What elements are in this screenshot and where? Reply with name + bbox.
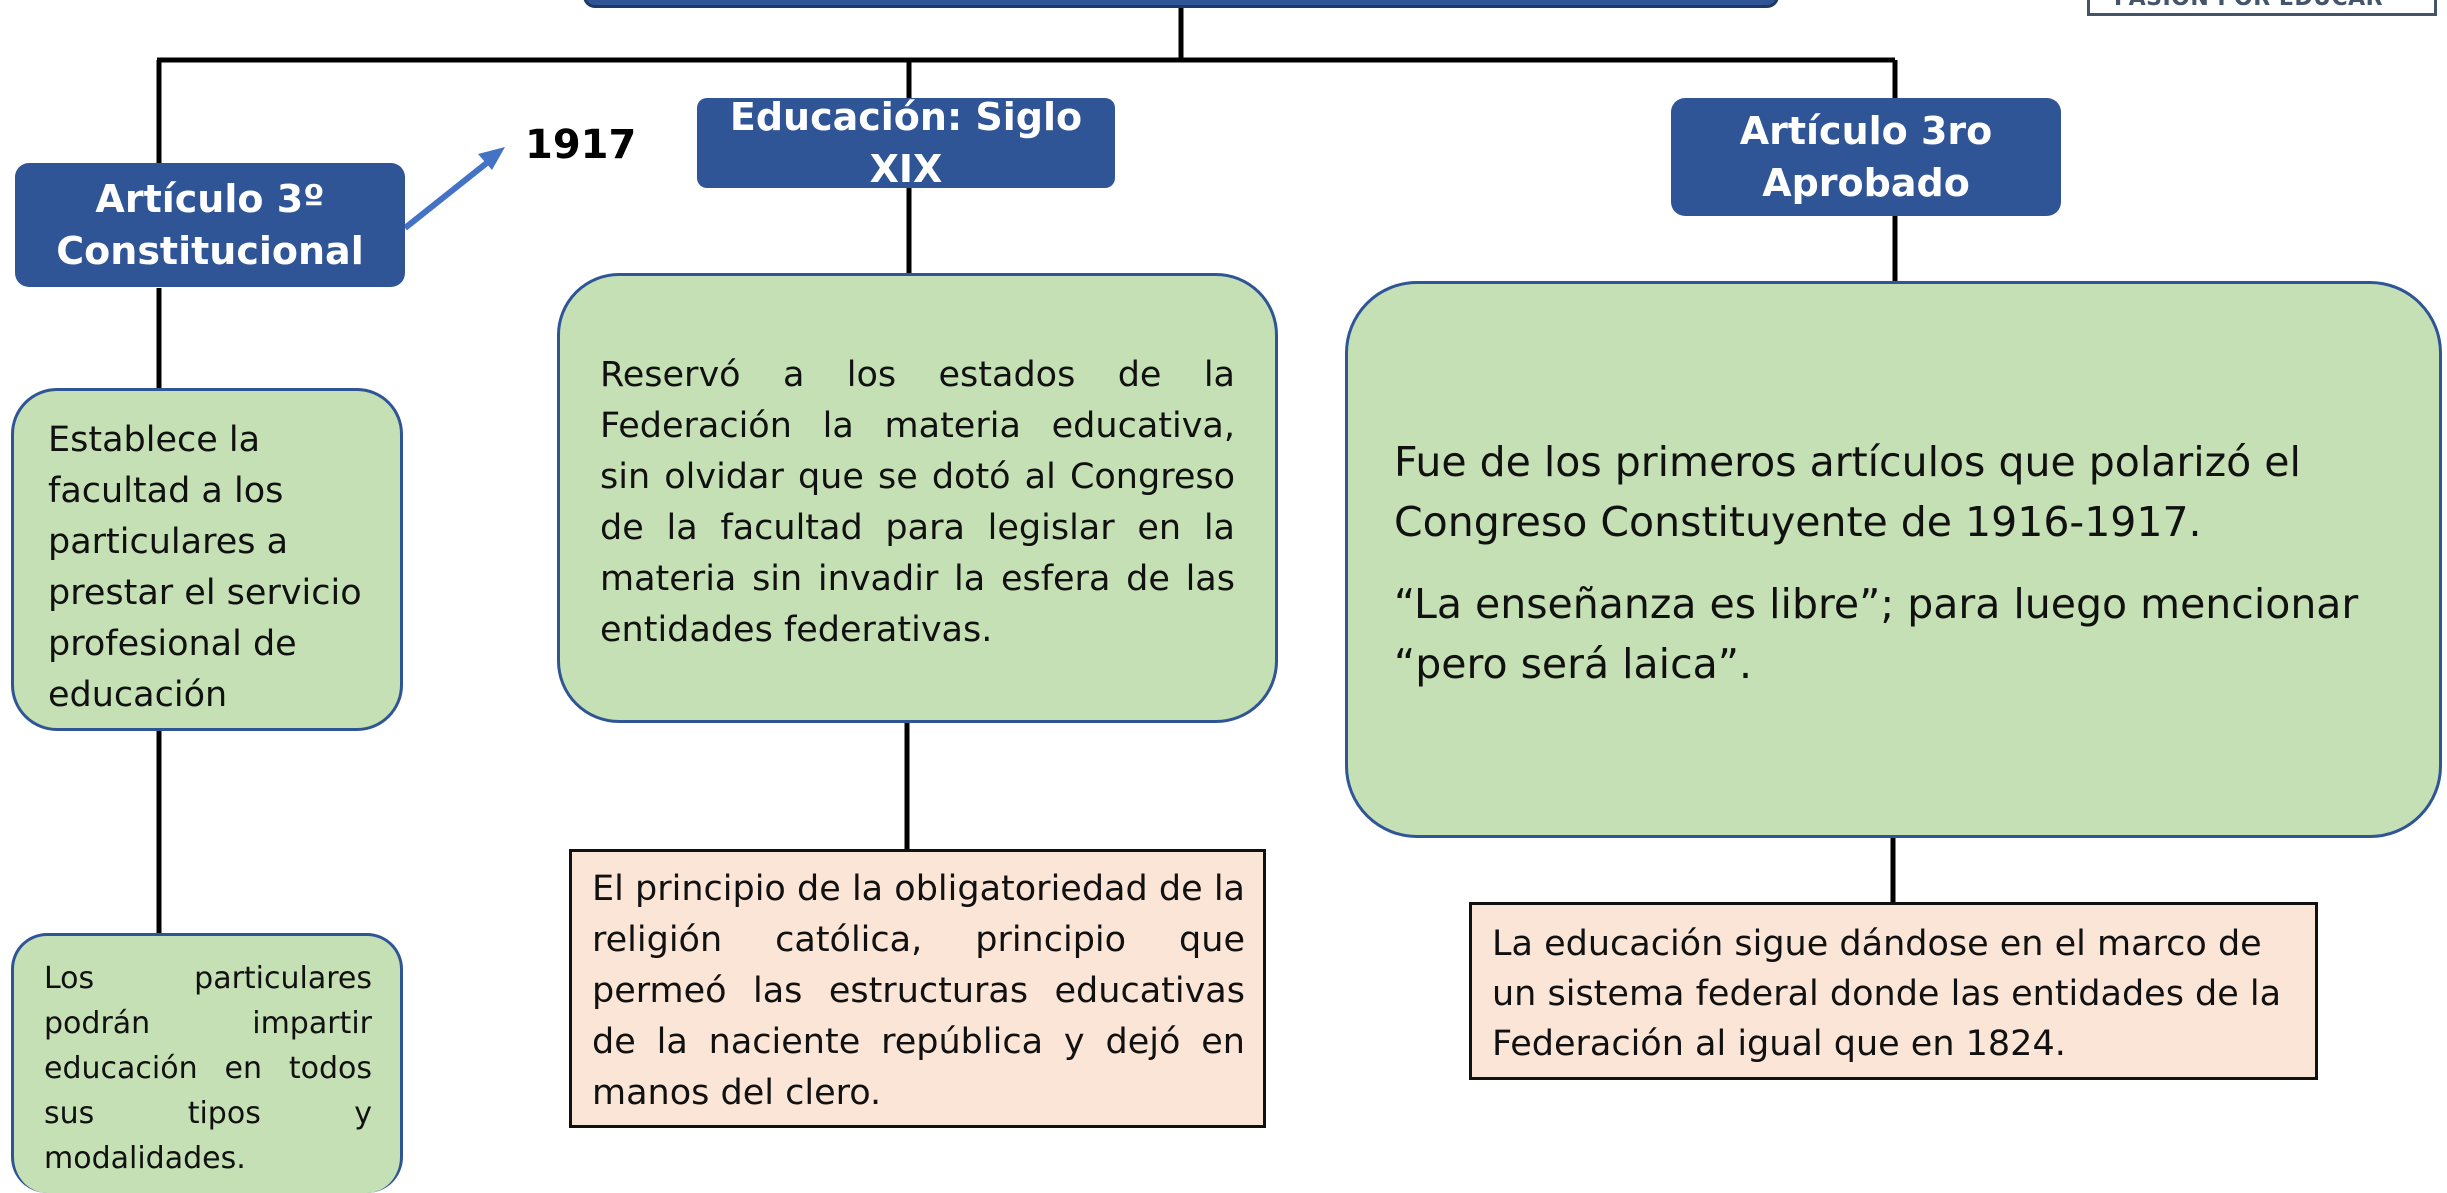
logo-text: PASIÓN POR EDUCAR xyxy=(2114,0,2383,11)
node-sistema-federal: La educación sigue dándose en el marco d… xyxy=(1469,902,2318,1080)
node-text: El principio de la obligatoriedad de la … xyxy=(592,869,1245,1113)
node-text: Establece la facultad a los particulares… xyxy=(48,420,362,715)
node-text: Los particulares podrán impartir educaci… xyxy=(44,961,372,1176)
node-title-line1: Artículo 3º xyxy=(95,177,325,221)
node-title-line1: Artículo 3ro xyxy=(1739,109,1993,153)
year-label: 1917 xyxy=(525,122,637,168)
node-establece-facultad: Establece la facultad a los particulares… xyxy=(11,388,403,731)
arrow-to-year xyxy=(403,147,505,231)
node-reservo-estados: Reservó a los estados de la Federación l… xyxy=(557,273,1278,723)
node-articulo-3-constitucional: Artículo 3º Constitucional xyxy=(15,163,405,287)
logo-frame xyxy=(2087,0,2437,16)
node-title-line2: Constitucional xyxy=(56,229,364,273)
node-educacion-siglo-xix: Educación: Siglo XIX xyxy=(697,95,1115,191)
node-text: La educación sigue dándose en el marco d… xyxy=(1492,924,2282,1064)
node-title: Educación: Siglo XIX xyxy=(729,95,1083,191)
node-principio-obligatoriedad: El principio de la obligatoriedad de la … xyxy=(569,849,1266,1128)
node-particulares-impartir: Los particulares podrán impartir educaci… xyxy=(11,933,403,1193)
node-articulo-3ro-aprobado: Artículo 3ro Aprobado xyxy=(1671,98,2061,216)
node-text: Reservó a los estados de la Federación l… xyxy=(600,355,1235,650)
node-paragraph-2: “La enseñanza es libre”; para luego menc… xyxy=(1394,580,2359,688)
root-title-box xyxy=(583,0,1779,8)
node-primeros-articulos: Fue de los primeros artículos que polari… xyxy=(1345,281,2442,838)
node-title-line2: Aprobado xyxy=(1762,161,1970,205)
node-paragraph-1: Fue de los primeros artículos que polari… xyxy=(1394,438,2301,546)
